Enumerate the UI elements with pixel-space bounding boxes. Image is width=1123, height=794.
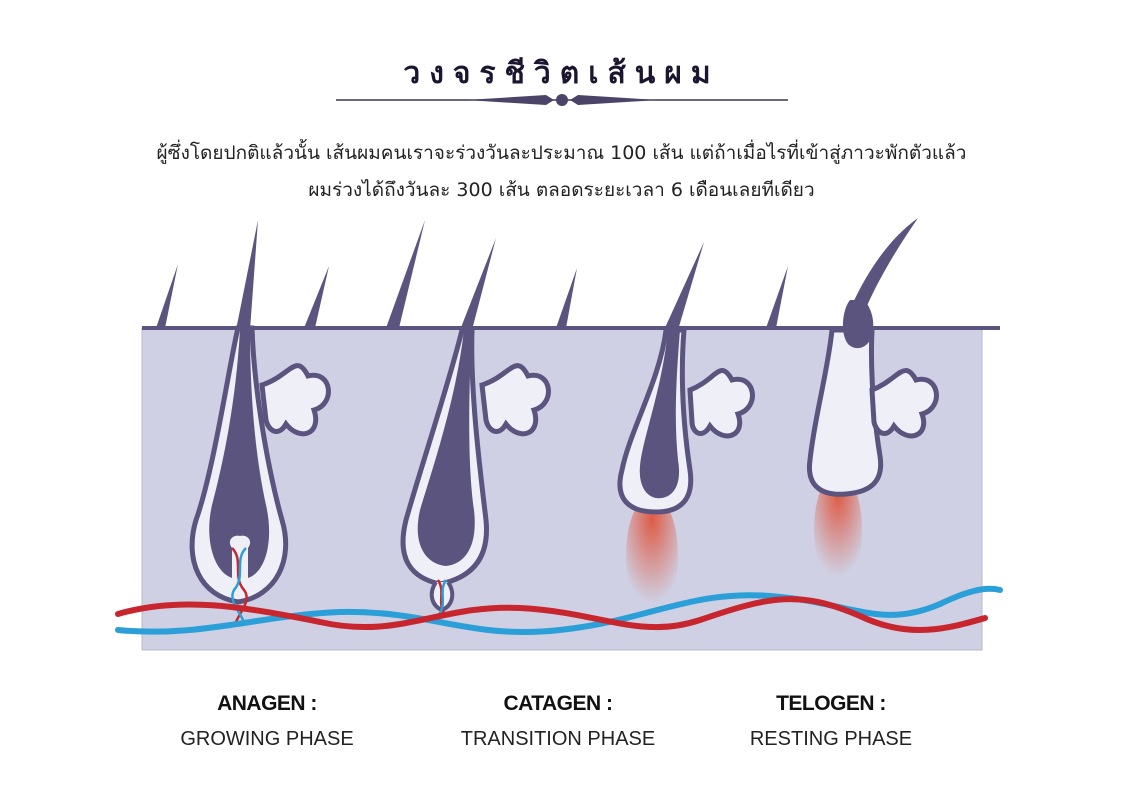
surface-hairs	[156, 220, 788, 328]
page-title: วงจรชีวิตเส้นผม	[403, 56, 720, 91]
phase-telogen: TELOGEN : RESTING PHASE	[701, 692, 961, 751]
artery-red	[115, 596, 988, 633]
description-line-1: ผู้ซึ่งโดยปกติแล้วนั้น เส้นผมคนเราจะร่วง…	[156, 142, 967, 164]
phase-anagen-subtitle: GROWING PHASE	[180, 728, 354, 750]
phase-catagen-subtitle: TRANSITION PHASE	[460, 728, 656, 750]
phase-catagen-name: CATAGEN :	[503, 692, 613, 715]
follicle-late-catagen	[617, 242, 755, 615]
phase-catagen: CATAGEN : TRANSITION PHASE	[428, 692, 688, 751]
follicle-anagen	[189, 220, 331, 623]
phase-anagen-name: ANAGEN :	[217, 692, 317, 715]
phase-telogen-name: TELOGEN :	[776, 692, 886, 715]
follicle-telogen	[806, 218, 939, 588]
description-line-2: ผมร่วงได้ถึงวันละ 300 เส้น ตลอดระยะเวลา …	[308, 179, 815, 201]
follicle-catagen	[400, 238, 551, 617]
title-divider	[336, 94, 788, 106]
phase-telogen-subtitle: RESTING PHASE	[749, 728, 913, 750]
phase-anagen: ANAGEN : GROWING PHASE	[137, 692, 397, 751]
